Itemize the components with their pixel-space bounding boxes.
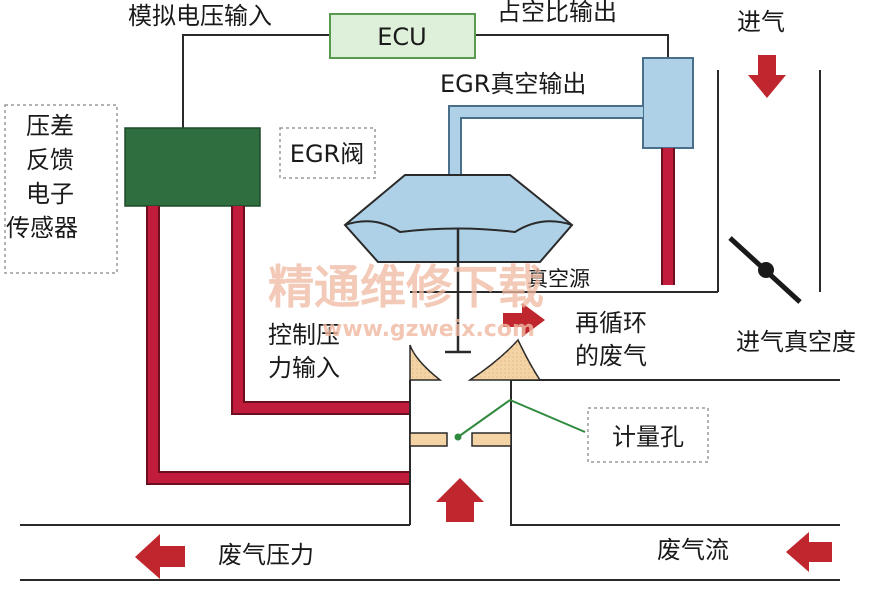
- metering-orifice-label-box: [587, 407, 709, 463]
- recirculated-exhaust-label: 再循环 的废气: [575, 309, 647, 370]
- control-pressure-line-1: 控制压: [268, 321, 340, 349]
- watermark-text: 精通维修下载: [268, 260, 544, 314]
- flow-arrows: [135, 55, 832, 579]
- downstream-pressure-tube: [148, 206, 410, 483]
- passage-walls: [20, 70, 840, 581]
- recirculated-exhaust-line-2: 的废气: [575, 342, 647, 370]
- egr-vacuum-tube: [450, 107, 643, 175]
- sensor-label-box: [4, 104, 118, 274]
- ecu-label: ECU: [377, 23, 427, 51]
- exhaust-flow-label: 废气流: [657, 536, 729, 564]
- signal-wires: [182, 34, 669, 128]
- sensor-label: 压差 反馈 电子 传感器: [6, 112, 78, 242]
- orifice-plate-left: [409, 432, 448, 447]
- orifice-plate-right: [471, 432, 512, 447]
- recirculated-exhaust-line-1: 再循环: [575, 309, 647, 337]
- intake-label: 进气: [737, 8, 785, 36]
- analog-voltage-wire: [182, 34, 330, 128]
- throttle-plate: [728, 236, 802, 304]
- vacuum-source-label: 真空源: [527, 267, 590, 291]
- exhaust-pressure-arrow-icon: [135, 534, 185, 579]
- control-pressure-label: 控制压 力输入: [268, 321, 340, 382]
- exhaust-up-arrow-icon: [436, 478, 484, 522]
- upstream-pressure-tube: [233, 206, 410, 413]
- sensor-label-line-2: 反馈: [26, 146, 74, 174]
- exhaust-flow-arrow-icon: [786, 532, 832, 572]
- sensor-label-line-1: 压差: [26, 112, 74, 140]
- ecu-box: [329, 13, 476, 59]
- watermark-url: www.gzweix.com: [322, 317, 535, 342]
- orifice-leader-line: [509, 399, 586, 433]
- exhaust-pressure-label: 废气压力: [218, 541, 314, 569]
- vacuum-solenoid: [642, 57, 694, 149]
- intake-vacuum-label: 进气真空度: [736, 328, 856, 356]
- pressure-sensor-block: [124, 127, 261, 207]
- sensor-label-line-3: 电子: [26, 180, 74, 208]
- recirculation-arrow-icon: [503, 303, 545, 337]
- red-pressure-tubes: [146, 206, 410, 485]
- egr-valve-label-box: [279, 127, 376, 179]
- analog-voltage-input-label: 模拟电压输入: [128, 2, 272, 30]
- duty-cycle-wire: [475, 34, 669, 58]
- metering-orifice-label: 计量孔: [612, 423, 684, 451]
- egr-valve-label: EGR阀: [290, 140, 364, 168]
- intake-arrow-icon: [748, 55, 786, 98]
- duty-cycle-output-label: 占空比输出: [497, 0, 617, 26]
- sensor-label-line-4: 传感器: [6, 214, 78, 242]
- control-pressure-line-2: 力输入: [268, 354, 340, 382]
- egr-vacuum-output-label: EGR真空输出: [440, 70, 586, 98]
